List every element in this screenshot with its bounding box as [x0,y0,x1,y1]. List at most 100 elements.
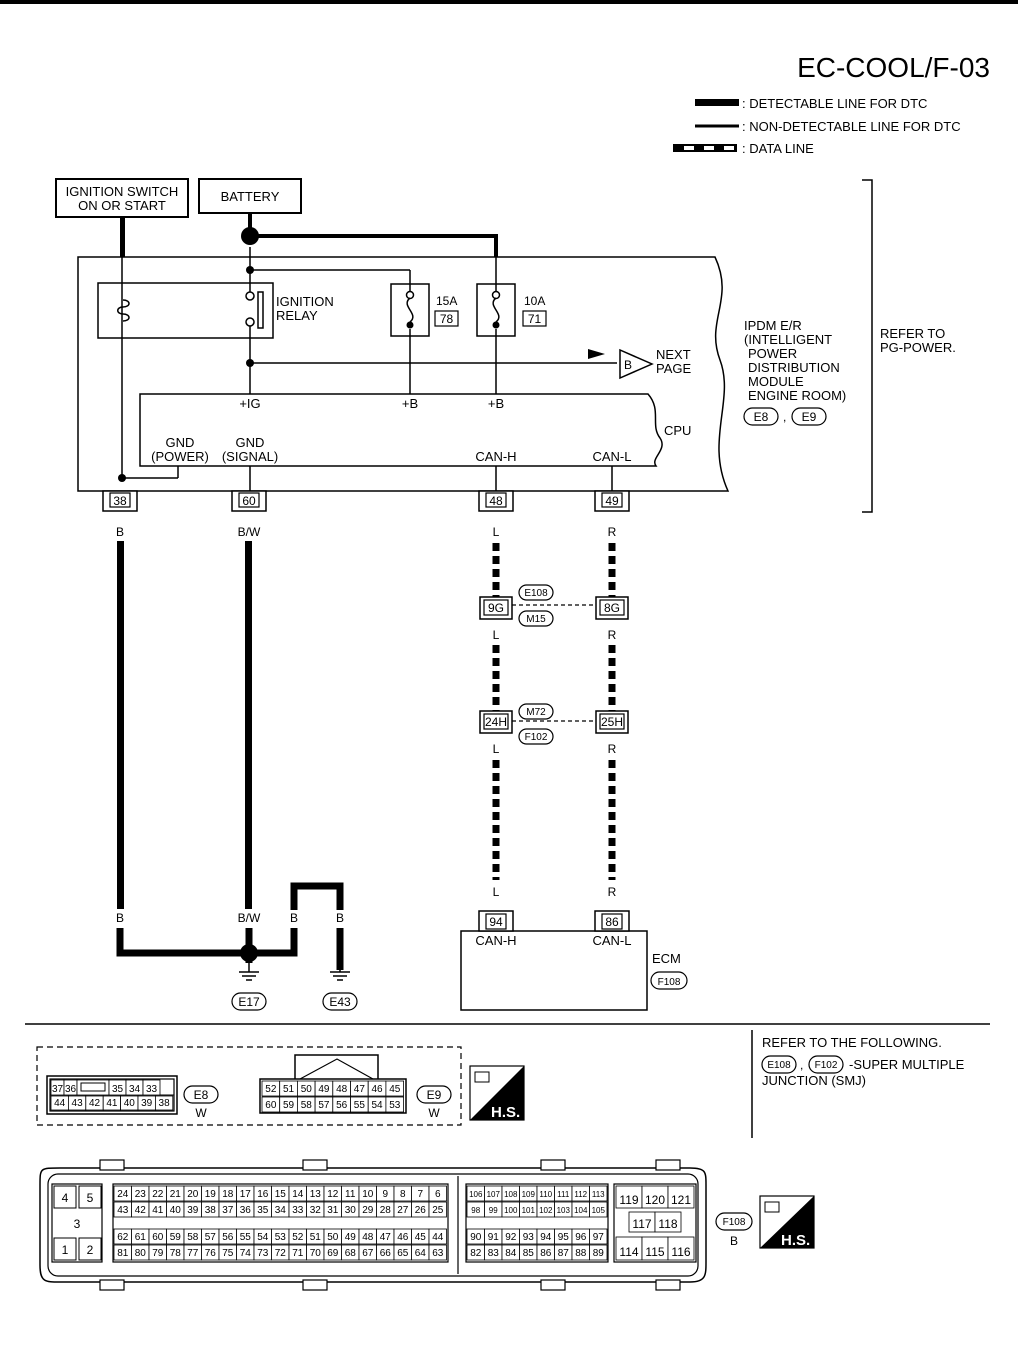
wire-bw-lower: B/W [238,911,261,925]
ecm-can-l: CAN-L [592,933,631,948]
ecm-rb3-pin: 115 [645,1245,664,1259]
legend-non-detectable: : NON-DETECTABLE LINE FOR DTC [742,119,961,134]
connector-glyph-icon [474,1071,490,1083]
fuse1-rating: 15A [436,294,457,308]
gnd-signal-2: (SIGNAL) [222,449,278,464]
top-border [0,0,1018,4]
fuse2-number: 71 [528,312,542,326]
ipdm-body [77,256,730,492]
ecm-r1-pin: 9 [382,1189,388,1200]
wire-bw-60 [245,541,252,909]
ecm-m2-pin: 102 [539,1206,553,1215]
ecm-m4-pin: 85 [523,1248,535,1259]
ecm-m2-cell [589,1201,608,1218]
ecm-m1-pin: 111 [557,1190,570,1199]
svg-text:L: L [493,742,500,756]
battery-wire [248,213,252,235]
ecm-r3-pin: 47 [380,1232,392,1243]
wire-r-lower: R [608,885,617,899]
ecm-r1-pin: 21 [170,1189,182,1200]
ipdm-comma: , [783,410,786,424]
e9-top-pin: 52 [265,1084,277,1095]
ecm-m4-pin: 82 [470,1248,482,1259]
e9-top-pin: 47 [354,1084,366,1095]
svg-text:L: L [493,628,500,642]
ecm-r1-pin: 24 [117,1189,129,1200]
e8-top-pin: 35 [112,1084,124,1095]
svg-text:R: R [608,628,617,642]
fuse2-rating: 10A [524,294,545,308]
e9-top-pin: 46 [371,1084,383,1095]
ecm-m3-pin: 91 [488,1232,500,1243]
e9-bottom-pin: 56 [336,1100,348,1111]
ecm-r2-pin: 40 [170,1205,182,1216]
e9-bottom-cell [385,1096,404,1113]
ecm-r3-pin: 55 [240,1232,252,1243]
ground-e17-label: E17 [238,995,260,1009]
e9-bottom-pin: 57 [318,1100,330,1111]
ecm-m4-cell [589,1244,608,1261]
wire-b-38 [117,541,124,909]
ecm-r3-pin: 53 [275,1232,287,1243]
ground-jumper [249,882,344,970]
gnd-power-1: GND [166,435,195,450]
ecm-m4-pin: 83 [488,1248,500,1259]
ecm-connector-label: F108 [723,1217,746,1228]
e8-top-pin: 37 [52,1084,64,1095]
svg-text:25H: 25H [601,715,623,729]
ecm-m2-pin: 98 [471,1206,480,1215]
pin-49: 49 [594,490,630,512]
e9-bottom-pin: 53 [389,1100,401,1111]
ecm-m2-pin: 100 [504,1206,518,1215]
ecm-r2-pin: 42 [135,1205,147,1216]
ecm-r4-pin: 75 [222,1248,234,1259]
ecm-r4-pin: 68 [345,1248,357,1259]
ecm-r3-pin: 54 [257,1232,269,1243]
legend-detectable: : DETECTABLE LINE FOR DTC [742,96,927,111]
fuse1-number: 78 [440,312,454,326]
pin-48: 48 [478,490,514,512]
svg-text:2: 2 [87,1243,94,1257]
svg-text:E108: E108 [524,588,548,599]
ecm-r2-pin: 41 [152,1205,164,1216]
ecm-r2-pin: 30 [345,1205,357,1216]
ecm-m3-pin: 90 [470,1232,482,1243]
ecm-rb1-pin: 119 [619,1193,638,1207]
ecm-m4-pin: 87 [558,1248,570,1259]
fuse-10a: 10A 71 [476,283,547,337]
ecm-r3-pin: 51 [310,1232,322,1243]
svg-text:5: 5 [87,1191,94,1205]
next-page-line1: NEXT [656,347,691,362]
relay-label-1: IGNITION [276,294,334,309]
ecm-r4-pin: 76 [205,1248,217,1259]
wire-b-jump2: B [336,911,344,925]
ecm-m2-pin: 101 [522,1206,536,1215]
ecm-r1-pin: 12 [327,1189,339,1200]
legend: : DETECTABLE LINE FOR DTC : NON-DETECTAB… [673,96,961,156]
e9-top-pin: 49 [318,1084,330,1095]
ecm-r4-cell [428,1244,447,1261]
svg-text:R: R [608,742,617,756]
connector-glyph-icon [764,1201,780,1213]
e8-e9-dashed-frame [36,1046,462,1126]
ecm-m4-pin: 89 [593,1248,605,1259]
svg-text:49: 49 [605,494,619,508]
ecm-rb1-pin: 120 [645,1193,665,1207]
junction-24h-25h: 24H 25H M72 F102 L R [479,703,629,756]
legend-data-line: : DATA LINE [742,141,814,156]
ecm-r4-pin: 80 [135,1248,147,1259]
e8-blank-slot [80,1082,106,1092]
ecm-m3-pin: 93 [523,1232,535,1243]
e8-top-pin: 36 [65,1084,77,1095]
refer-bracket [862,179,873,513]
ecm-m2-pin: 103 [557,1206,571,1215]
ecm-r2-pin: 39 [187,1205,199,1216]
ecm-r4-pin: 70 [310,1248,322,1259]
